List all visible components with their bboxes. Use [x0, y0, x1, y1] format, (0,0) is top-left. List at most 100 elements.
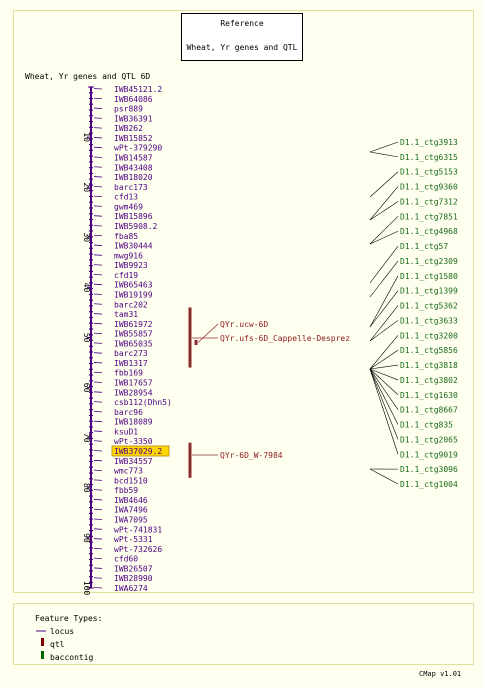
locus-label[interactable]: IWB65463	[114, 281, 153, 290]
locus-label[interactable]: IWB17657	[114, 379, 153, 388]
locus-connector	[93, 420, 103, 423]
contig-label[interactable]: D1.1_ctg3096	[400, 465, 458, 474]
locus-label[interactable]: IWA7095	[114, 516, 148, 525]
locus-label[interactable]: csb112(Dhn5)	[114, 398, 172, 407]
locus-label[interactable]: tam31	[114, 310, 138, 319]
contig-label[interactable]: D1.1_ctg4968	[400, 227, 458, 236]
locus-label[interactable]: cfd19	[114, 271, 138, 280]
locus-label[interactable]: IWB55857	[114, 330, 153, 339]
locus-label[interactable]: IWB14587	[114, 153, 153, 162]
locus-label[interactable]: IWB28954	[114, 388, 153, 397]
contig-label[interactable]: D1.1_ctg1399	[400, 287, 458, 296]
locus-label[interactable]: psr889	[114, 105, 143, 114]
locus-label[interactable]: wPt-741831	[114, 525, 162, 534]
qtl-label[interactable]: QYr.ufs-6D_Cappelle-Desprez	[220, 334, 350, 343]
contig-label[interactable]: D1.1_ctg2065	[400, 435, 458, 444]
contig-label[interactable]: D1.1_ctg835	[400, 421, 453, 430]
locus-label[interactable]: IWB1317	[114, 359, 148, 368]
locus-label[interactable]: wPt-732626	[114, 545, 162, 554]
locus-label[interactable]: IWB15896	[114, 212, 153, 221]
contig-label[interactable]: D1.1_ctg7851	[400, 212, 458, 221]
contig-label[interactable]: D1.1_ctg5362	[400, 302, 458, 311]
contig-label[interactable]: D1.1_ctg5153	[400, 168, 458, 177]
locus-label[interactable]: mwg916	[114, 251, 143, 260]
qtl-bar[interactable]	[194, 340, 198, 346]
locus-label[interactable]: IWB45121.2	[114, 85, 162, 94]
locus-label[interactable]: IWB4646	[114, 496, 148, 505]
locus-label[interactable]: wPt-5331	[114, 535, 153, 544]
contig-label[interactable]: D1.1_ctg3913	[400, 138, 458, 147]
locus-label[interactable]: fba85	[114, 232, 138, 241]
locus-connector	[93, 518, 103, 520]
locus-label[interactable]: fbb169	[114, 369, 143, 378]
locus-label[interactable]: cfd60	[114, 555, 138, 564]
contig-label[interactable]: D1.1_ctg3818	[400, 361, 458, 370]
contig-label[interactable]: D1.1_ctg6315	[400, 153, 458, 162]
contig-label[interactable]: D1.1_ctg9360	[400, 183, 458, 192]
scale-tick-label: 40	[82, 283, 91, 293]
contig-label[interactable]: D1.1_ctg8667	[400, 406, 458, 415]
locus-label[interactable]: IWB9923	[114, 261, 148, 270]
locus-label[interactable]: IWB64086	[114, 95, 153, 104]
locus-label[interactable]: IWB61972	[114, 320, 153, 329]
locus-label[interactable]: IWB18089	[114, 418, 153, 427]
contig-label[interactable]: D1.1_ctg5856	[400, 346, 458, 355]
locus-label[interactable]: barc202	[114, 300, 148, 309]
locus-connector	[93, 528, 103, 530]
locus-label[interactable]: IWB262	[114, 124, 143, 133]
qtl-bar[interactable]	[188, 442, 192, 478]
locus-label[interactable]: IWA6274	[114, 584, 148, 593]
locus-label[interactable]: IWB36391	[114, 114, 153, 123]
qtl-bar[interactable]	[188, 307, 192, 368]
contig-label[interactable]: D1.1_ctg1580	[400, 272, 458, 281]
locus-label[interactable]: wPt-379290	[114, 144, 162, 153]
contig-label[interactable]: D1.1_ctg7312	[400, 197, 458, 206]
map-title[interactable]: Wheat, Yr genes and QTL 6D	[25, 72, 151, 81]
locus-label[interactable]: barc273	[114, 349, 148, 358]
contig-label[interactable]: D1.1_ctg3200	[400, 331, 458, 340]
locus-label[interactable]: fbb59	[114, 486, 138, 495]
contig-label[interactable]: D1.1_ctg1630	[400, 391, 458, 400]
qtl-label[interactable]: QYr.ucw-6D	[220, 320, 268, 329]
locus-connector	[93, 430, 103, 432]
locus-connector	[93, 293, 103, 295]
locus-connector	[93, 137, 103, 139]
locus-label[interactable]: IWA7496	[114, 506, 148, 515]
locus-label[interactable]: wPt-3350	[114, 437, 153, 446]
locus-label[interactable]: barc173	[114, 183, 148, 192]
locus-label[interactable]: IWB5908.2	[114, 222, 158, 231]
contig-label[interactable]: D1.1_ctg57	[400, 242, 448, 251]
locus-label[interactable]: IWB28990	[114, 574, 153, 583]
locus-label[interactable]: ksuD1	[114, 427, 138, 436]
locus-connector	[93, 254, 103, 256]
locus-label[interactable]: IWB34557	[114, 457, 153, 466]
contig-label[interactable]: D1.1_ctg2309	[400, 257, 458, 266]
contig-connector	[369, 201, 399, 221]
locus-label[interactable]: IWB19199	[114, 290, 153, 299]
contig-label[interactable]: D1.1_ctg9019	[400, 450, 458, 459]
locus-label[interactable]: IWB18020	[114, 173, 153, 182]
contig-label[interactable]: D1.1_ctg1004	[400, 480, 458, 489]
locus-connector	[93, 450, 103, 452]
contig-connector	[369, 368, 399, 381]
locus-label[interactable]: barc96	[114, 408, 143, 417]
locus-label[interactable]: IWB30444	[114, 242, 153, 251]
locus-label[interactable]: bcd1510	[114, 476, 148, 485]
locus-label[interactable]: wmc773	[114, 467, 143, 476]
contig-label[interactable]: D1.1_ctg3633	[400, 316, 458, 325]
locus-label[interactable]: gwm469	[114, 202, 143, 211]
reference-box: Reference Wheat, Yr genes and QTL	[181, 13, 303, 61]
locus-label[interactable]: IWB26507	[114, 564, 153, 573]
reference-subtitle: Wheat, Yr genes and QTL	[186, 43, 298, 52]
qtl-label[interactable]: QYr-6D_W-7984	[220, 451, 283, 460]
contig-connector	[369, 230, 399, 245]
contig-label[interactable]: D1.1_ctg3802	[400, 376, 458, 385]
locus-label[interactable]: IWB37029.2	[114, 447, 162, 456]
locus-label[interactable]: IWB43408	[114, 163, 153, 172]
locus-label[interactable]: cfd13	[114, 193, 138, 202]
contig-connector	[369, 216, 399, 245]
scale-tick-label: 10	[82, 132, 91, 142]
contig-connector	[369, 141, 399, 153]
locus-label[interactable]: IWB65035	[114, 339, 153, 348]
locus-label[interactable]: IWB15852	[114, 134, 153, 143]
